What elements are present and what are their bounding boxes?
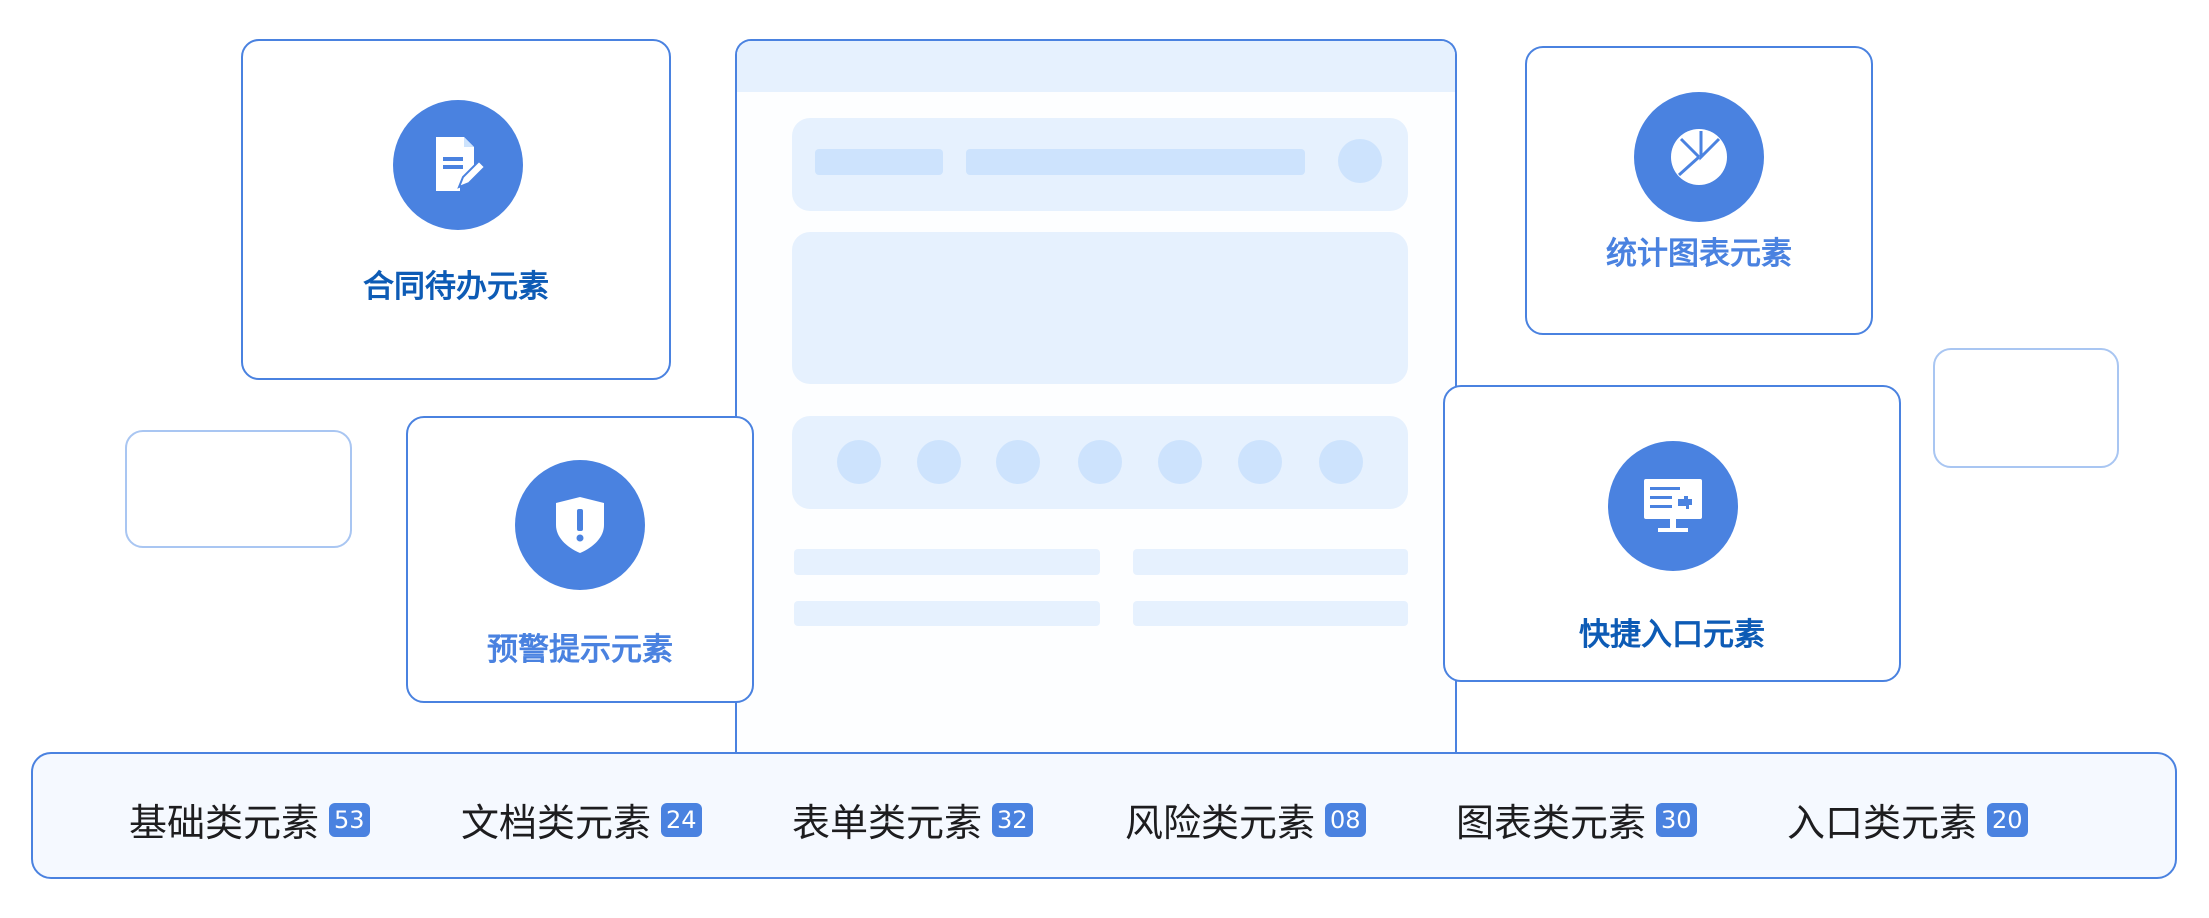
mockup-line xyxy=(794,549,1100,575)
placeholder-card xyxy=(1933,348,2119,468)
mockup-icon-row xyxy=(792,416,1408,509)
category-label: 基础类元素 xyxy=(129,801,320,845)
mockup-dot xyxy=(1158,440,1202,484)
category-entry[interactable]: 入口类元素 20 xyxy=(1787,792,2028,847)
count-badge: 30 xyxy=(1656,802,1697,837)
mockup-line xyxy=(794,601,1100,626)
card-warning[interactable]: 预警提示元素 xyxy=(406,416,754,703)
pie-chart-icon xyxy=(1634,92,1764,222)
card-label: 快捷入口元素 xyxy=(1579,617,1765,653)
card-label: 合同待办元素 xyxy=(363,269,549,305)
page-mockup xyxy=(735,39,1457,759)
mockup-avatar xyxy=(1338,139,1382,183)
card-contract-todo[interactable]: 合同待办元素 xyxy=(241,39,671,380)
count-badge: 53 xyxy=(329,802,370,837)
card-label: 预警提示元素 xyxy=(487,632,673,668)
mockup-line xyxy=(1133,549,1408,575)
mockup-dot xyxy=(1319,440,1363,484)
count-badge: 08 xyxy=(1325,802,1366,837)
mockup-banner xyxy=(792,232,1408,384)
category-risk[interactable]: 风险类元素 08 xyxy=(1125,792,1366,847)
mockup-dot xyxy=(996,440,1040,484)
category-label: 表单类元素 xyxy=(792,801,983,845)
card-shortcut-entry[interactable]: 快捷入口元素 xyxy=(1443,385,1901,682)
mockup-bar xyxy=(966,149,1305,175)
category-label: 文档类元素 xyxy=(461,801,652,845)
document-edit-icon xyxy=(393,100,523,230)
placeholder-card xyxy=(125,430,352,548)
card-statistics-chart[interactable]: 统计图表元素 xyxy=(1525,46,1873,335)
shield-alert-icon xyxy=(515,460,645,590)
count-badge: 32 xyxy=(992,802,1033,837)
count-badge: 20 xyxy=(1987,802,2028,837)
mockup-dot xyxy=(1238,440,1282,484)
count-badge: 24 xyxy=(661,802,702,837)
mockup-bar xyxy=(815,149,943,175)
category-basic[interactable]: 基础类元素 53 xyxy=(129,792,370,847)
mockup-dot xyxy=(837,440,881,484)
category-label: 图表类元素 xyxy=(1456,801,1647,845)
card-label: 统计图表元素 xyxy=(1606,236,1792,272)
mockup-dot xyxy=(1078,440,1122,484)
mockup-line xyxy=(1133,601,1408,626)
monitor-puzzle-icon xyxy=(1608,441,1738,571)
category-form[interactable]: 表单类元素 32 xyxy=(792,792,1033,847)
mockup-dot xyxy=(917,440,961,484)
category-chart[interactable]: 图表类元素 30 xyxy=(1456,792,1697,847)
mockup-header xyxy=(737,41,1455,92)
category-label: 风险类元素 xyxy=(1125,801,1316,845)
category-document[interactable]: 文档类元素 24 xyxy=(461,792,702,847)
category-label: 入口类元素 xyxy=(1787,801,1978,845)
mockup-toolbar xyxy=(792,118,1408,211)
